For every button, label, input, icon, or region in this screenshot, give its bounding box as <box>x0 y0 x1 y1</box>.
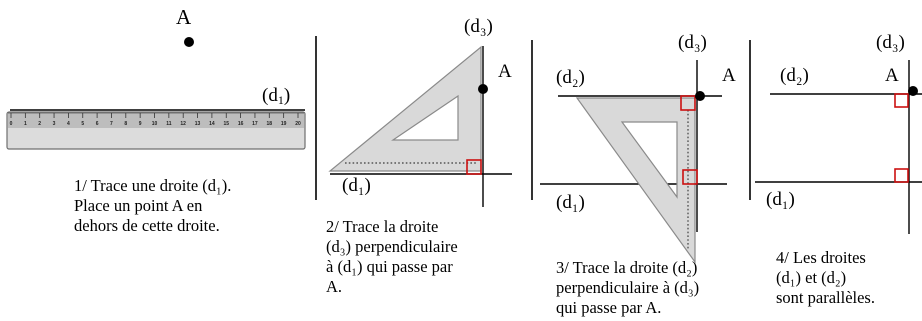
ruler-tick-label: 17 <box>252 121 258 127</box>
ruler-tick-label: 14 <box>209 121 215 127</box>
step2-set-square <box>328 45 482 172</box>
ruler-tick-label: 4 <box>67 121 70 127</box>
step3-caption-line: qui passe par A. <box>556 298 662 317</box>
step3-caption: 3/ Trace la droite (d₂) perpendiculaire … <box>556 258 699 318</box>
step4-point-a <box>908 86 918 96</box>
ruler-tick-label: 20 <box>295 121 301 127</box>
step2-label-d3: (d₃) <box>464 16 493 37</box>
ruler-tick-label: 2 <box>38 121 41 127</box>
step2-figure <box>315 36 512 207</box>
step1-label-d1-sub: 1 <box>277 93 284 107</box>
step4-caption: 4/ Les droites (d₁) et (d₂) sont parallè… <box>776 248 875 308</box>
step3-caption-line: 3/ Trace la droite (d₂) <box>556 258 698 277</box>
step2-caption-line: 2/ Trace la droite <box>326 217 439 236</box>
step1-caption-line: Place un point A en <box>74 196 203 215</box>
step1-caption: 1/ Trace une droite (d₁). Place un point… <box>74 176 231 236</box>
step1-label-d1: (d1) <box>262 86 290 110</box>
step2-caption-line: (d₃) perpendiculaire <box>326 237 458 256</box>
step4-caption-line: sont parallèles. <box>776 288 875 307</box>
ruler-tick-label: 7 <box>110 121 113 127</box>
ruler-tick-label: 6 <box>96 121 99 127</box>
step3-figure <box>531 40 727 264</box>
ruler-tick-label: 15 <box>223 121 229 127</box>
step3-right-angle-mark-bottom <box>682 169 698 185</box>
ruler-tick-label: 0 <box>10 121 13 127</box>
step1-caption-line: dehors de cette droite. <box>74 216 220 235</box>
step3-set-square <box>575 97 696 264</box>
step4-caption-line: 4/ Les droites <box>776 248 866 267</box>
ruler-tick-label: 10 <box>152 121 158 127</box>
ruler-tick-label: 18 <box>267 121 273 127</box>
step1-point-a <box>184 37 194 47</box>
ruler-tick-label: 5 <box>81 121 84 127</box>
step3-label-a: A <box>722 65 736 86</box>
step3-point-a <box>695 91 705 101</box>
step4-label-d1: (d₁) <box>766 189 795 210</box>
step4-caption-line: (d₁) et (d₂) <box>776 268 847 287</box>
step3-label-d1: (d₁) <box>556 192 585 213</box>
ruler-tick-label: 16 <box>238 121 244 127</box>
ruler-tick-label: 8 <box>124 121 127 127</box>
ruler-tick-label: 11 <box>166 121 172 127</box>
step2-caption-line: A. <box>326 277 343 296</box>
step2-point-a <box>478 84 488 94</box>
step2-caption: 2/ Trace la droite (d₃) perpendiculaire … <box>326 217 458 297</box>
step2-caption-line: à (d₁) qui passe par <box>326 257 453 276</box>
ruler-tick-label: 13 <box>195 121 201 127</box>
step2-label-a: A <box>498 61 512 82</box>
step1-caption-line: 1/ Trace une droite (d₁). <box>74 176 232 195</box>
step3-caption-line: perpendiculaire à (d₃) <box>556 278 700 297</box>
step2-right-angle-mark <box>466 159 482 175</box>
step4-right-angle-mark-bottom <box>894 168 909 183</box>
step3-right-angle-mark-top <box>680 95 696 111</box>
step1-label-d1-open: (d <box>262 85 278 106</box>
ruler-tick-label: 19 <box>281 121 287 127</box>
step4-label-d2: (d₂) <box>780 65 809 86</box>
step4-label-d3: (d₃) <box>876 32 905 53</box>
ruler-tick-label: 1 <box>24 121 27 127</box>
step4-figure <box>749 40 922 234</box>
step2-label-d1: (d₁) <box>342 175 371 196</box>
ruler-tick-label: 9 <box>139 121 142 127</box>
step3-label-d2: (d₂) <box>556 67 585 88</box>
step4-label-a: A <box>885 65 899 86</box>
ruler-tick-label: 3 <box>53 121 56 127</box>
step4-right-angle-mark-top <box>894 93 909 108</box>
step1-label-a: A <box>176 5 192 29</box>
step3-label-d3: (d₃) <box>678 32 707 53</box>
ruler-tick-label: 12 <box>180 121 186 127</box>
step1-label-d1-close: ) <box>283 85 291 106</box>
